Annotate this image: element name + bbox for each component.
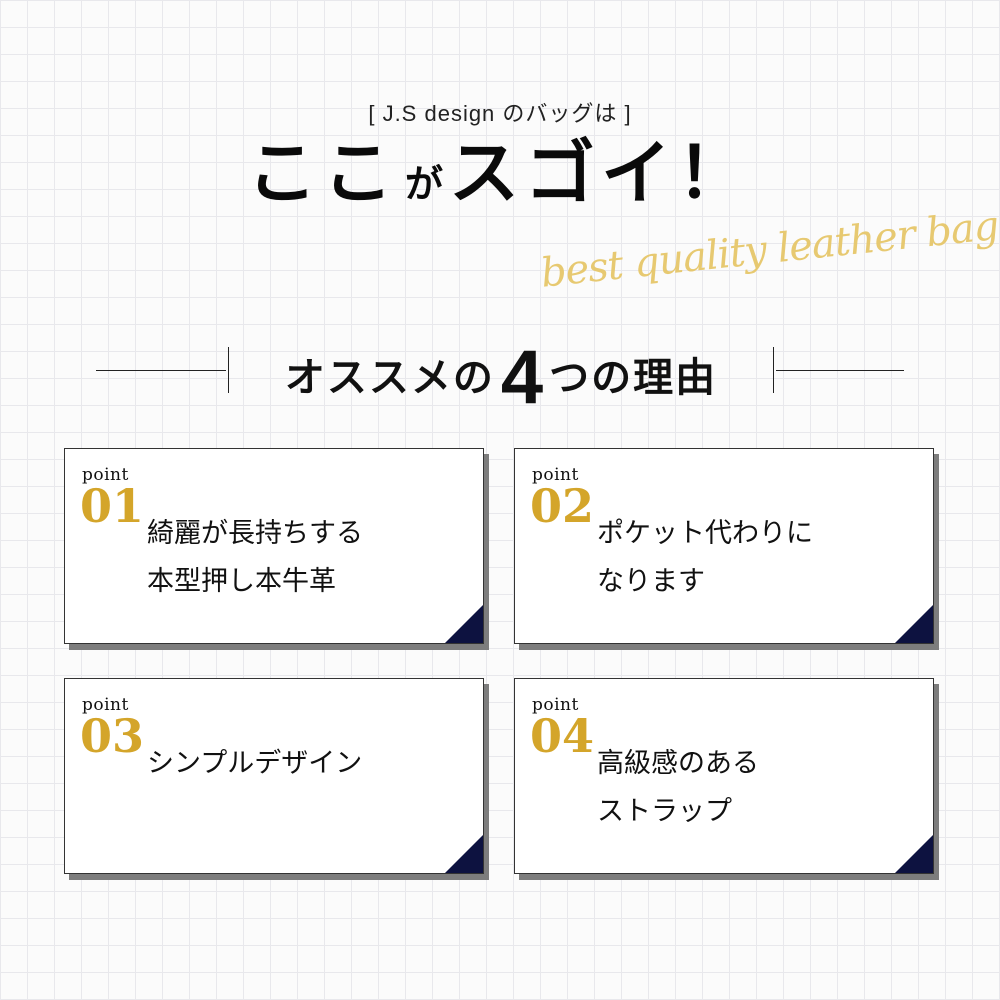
- headline-part1: ここ: [246, 132, 399, 214]
- point-text-line1: シンプルデザイン: [147, 748, 363, 779]
- reasons-title-part1: オススメの: [284, 355, 495, 401]
- point-card-2: point 02 ポケット代わりに なります: [514, 448, 934, 644]
- point-card-4: point 04 高級感のある ストラップ: [514, 678, 934, 874]
- point-number: 03: [80, 709, 145, 763]
- divider-left: [96, 370, 226, 371]
- point-text-line2: ストラップ: [597, 796, 732, 827]
- point-number: 01: [80, 479, 145, 533]
- point-text-line2: なります: [597, 566, 705, 597]
- point-text-line1: ポケット代わりに: [597, 518, 813, 549]
- subtitle: [ J.S design のバッグは ]: [368, 101, 632, 126]
- headline-part3: スゴイ！: [449, 132, 753, 214]
- headline-part2: が: [404, 162, 443, 206]
- point-text-line2: 本型押し本牛革: [147, 566, 336, 597]
- corner-triangle: [445, 835, 483, 873]
- point-text-line1: 高級感のある: [597, 748, 759, 779]
- reasons-title-number: 4: [500, 335, 544, 420]
- point-label: point: [532, 695, 579, 715]
- script-tagline: best quality leather bag: [538, 202, 1000, 297]
- reasons-title-part2: つの理由: [549, 355, 718, 401]
- corner-triangle: [445, 605, 483, 643]
- corner-triangle: [895, 835, 933, 873]
- headline: ここがスゴイ！: [0, 138, 1000, 208]
- divider-right: [776, 370, 904, 371]
- divider-left-tick: [228, 347, 229, 393]
- point-label: point: [532, 465, 579, 485]
- point-card-1: point 01 綺麗が長持ちする 本型押し本牛革: [64, 448, 484, 644]
- point-number: 02: [530, 479, 595, 533]
- divider-right-tick: [773, 347, 774, 393]
- point-number: 04: [530, 709, 595, 763]
- point-label: point: [82, 465, 129, 485]
- point-label: point: [82, 695, 129, 715]
- point-card-3: point 03 シンプルデザイン: [64, 678, 484, 874]
- point-text-line1: 綺麗が長持ちする: [147, 518, 363, 549]
- corner-triangle: [895, 605, 933, 643]
